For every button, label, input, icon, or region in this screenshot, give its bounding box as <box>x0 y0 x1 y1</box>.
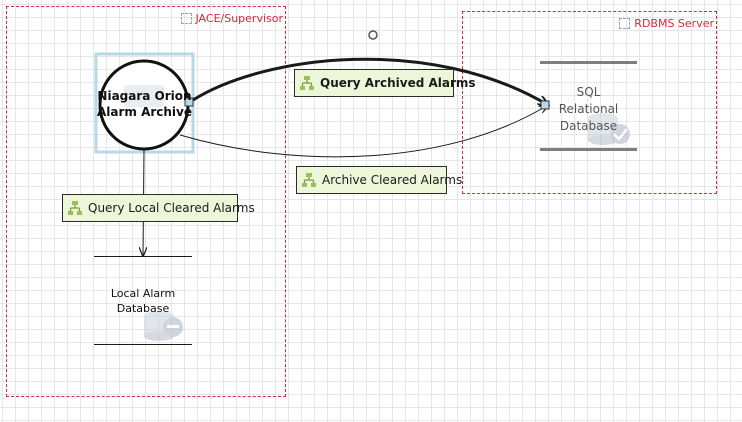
query-archived-alarms-flow[interactable]: Query Archived Alarms <box>294 69 476 97</box>
query-archived-alarms-wire[interactable] <box>192 57 548 105</box>
process-label: Niagara Orion Alarm Archive <box>96 88 193 120</box>
archive-cleared-alarms-flow[interactable]: Archive Cleared Alarms <box>296 166 462 194</box>
curve-control-handle[interactable] <box>368 30 378 40</box>
wire-end-handle[interactable] <box>540 100 550 110</box>
local-store-line2: Database <box>116 302 170 315</box>
query-local-cleared-alarms-flow[interactable]: Query Local Cleared Alarms <box>62 194 255 222</box>
archive-cleared-alarms-label: Archive Cleared Alarms <box>322 173 463 187</box>
dataflow-icon <box>300 76 314 90</box>
boundary-icon <box>180 13 192 24</box>
rdbms-server-boundary[interactable]: RDBMS Server <box>462 11 717 194</box>
jace-boundary-title: JACE/Supervisor <box>195 12 284 25</box>
local-store-bottom-line <box>94 344 192 345</box>
sql-database-store[interactable]: SQL Relational Database <box>540 84 637 135</box>
local-alarm-database-store[interactable]: Local Alarm Database <box>94 286 192 316</box>
local-store-line1: Local Alarm <box>110 287 176 300</box>
sql-store-line2: Relational <box>558 102 619 116</box>
connection-handle[interactable] <box>184 97 194 107</box>
process-label-line1: Niagara Orion <box>97 89 192 103</box>
jace-supervisor-boundary[interactable]: JACE/Supervisor <box>6 6 286 397</box>
rdbms-boundary-label: RDBMS Server <box>619 17 714 30</box>
jace-boundary-label: JACE/Supervisor <box>180 12 284 25</box>
rdbms-boundary-title: RDBMS Server <box>634 17 714 30</box>
query-local-cleared-alarms-label: Query Local Cleared Alarms <box>88 201 255 215</box>
sql-store-bottom-line <box>540 148 637 151</box>
sql-store-line1: SQL <box>576 85 601 99</box>
process-watermark-icon <box>124 85 164 107</box>
boundary-icon <box>619 18 631 29</box>
sql-store-line3: Database <box>559 119 618 133</box>
query-archived-alarms-label: Query Archived Alarms <box>320 76 476 90</box>
local-store-top-line <box>94 256 192 257</box>
dataflow-icon <box>302 173 316 187</box>
sql-store-top-line <box>540 61 637 64</box>
process-label-line2: Alarm Archive <box>96 105 193 119</box>
dataflow-icon <box>68 201 82 215</box>
database-minus-icon <box>144 311 183 341</box>
archive-cleared-alarms-wire[interactable] <box>179 105 548 158</box>
database-check-icon <box>588 113 630 145</box>
